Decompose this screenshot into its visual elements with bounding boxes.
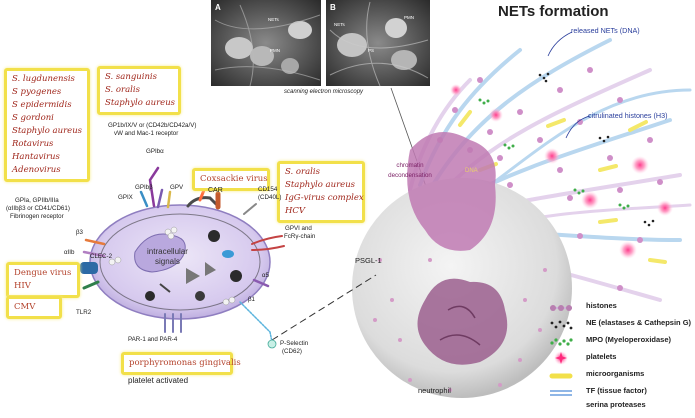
pathogen-item: CMV xyxy=(14,302,36,312)
gpia-label-2: (αIIbβ3 or CD41/CD61) xyxy=(6,205,70,212)
pathogen-box-4: S. oralis Staphylo aureus IgG-virus comp… xyxy=(277,161,365,223)
gpia-label-3: Fibrinogen receptor xyxy=(10,213,64,220)
legend-mpo: MPO (Myeloperoxidase) xyxy=(548,332,671,346)
gpia-label-1: GPIa, GPIIb/IIIa xyxy=(15,197,59,204)
gpv-label: GPV xyxy=(170,184,184,191)
pathogen-item: S. oralis xyxy=(105,85,140,95)
legend-tf-label: TF (tissue factor) xyxy=(586,385,647,395)
legend-ne: NE (elastases & Cathepsin G) xyxy=(548,315,692,330)
pathogen-item: Staphylo aureus xyxy=(105,98,176,108)
pathogen-item: Dengue virus xyxy=(14,268,72,278)
b3-label: β3 xyxy=(76,229,84,236)
platelet-receptors xyxy=(80,166,285,349)
cd40l-label: (CD40L) xyxy=(258,194,282,201)
gp1b-label-2: vW and Mac-1 receptor xyxy=(114,130,179,137)
pathogen-item: IgG-virus complex xyxy=(285,193,364,203)
ne-swatch xyxy=(548,316,574,330)
pathogen-item: S gordoni xyxy=(12,113,54,123)
sem-b-label-ps: PS xyxy=(368,48,375,53)
pathogen-item: Staphylo aureus xyxy=(12,126,83,136)
neutrophil-label: neutrophil xyxy=(418,386,451,395)
pselectin-label: P-Selectin xyxy=(280,340,309,347)
callout-citrulinated-histones: citrulinated histones (H3) xyxy=(588,111,668,120)
sem-b-label-pmn: PMN xyxy=(404,15,414,20)
pathogen-box-5: Dengue virus HIV xyxy=(6,262,80,298)
legend-platelets: platelets xyxy=(548,349,617,365)
microorganisms-swatch xyxy=(548,367,574,379)
dna-label: DNA xyxy=(465,168,478,174)
intracellular-signals-2: signals xyxy=(155,257,180,266)
par-label: PAR-1 and PAR-4 xyxy=(128,336,178,343)
pathogen-item: S. lugdunensis xyxy=(12,74,75,84)
net-platelets xyxy=(450,84,673,259)
gpibalpha-label: GPIbα xyxy=(146,148,164,155)
gpibbeta-label: GPIbβ xyxy=(135,184,153,191)
intracellular-signals-1: intracellular xyxy=(147,247,188,256)
legend-microorganisms: microorganisms xyxy=(548,366,644,380)
legend-ne-label: NE (elastases & Cathepsin G) xyxy=(586,317,692,327)
pathogen-item: HIV xyxy=(14,281,31,291)
pathogen-item: Adenovirus xyxy=(12,165,61,175)
sem-panel-b-letter: B xyxy=(330,3,336,12)
car-label: CAR xyxy=(208,187,223,194)
legend-mpo-label: MPO (Myeloperoxidase) xyxy=(586,334,672,344)
pathogen-item: Staphylo aureus xyxy=(285,180,356,190)
sem-panel-a xyxy=(211,0,321,87)
chromatin-label-2: decondensation xyxy=(388,172,432,179)
psgl1-label: PSGL-1 xyxy=(355,256,382,265)
gpix-label: GPIX xyxy=(118,194,133,201)
legend-histones-label: histones xyxy=(586,300,617,310)
sem-panel-a-letter: A xyxy=(215,3,221,12)
platelet-cell xyxy=(89,204,271,320)
sem-panel-b xyxy=(326,0,430,87)
legend-serina-label: serina proteases xyxy=(586,400,646,409)
diagram-title: NETs formation xyxy=(498,3,609,20)
mpo-swatch xyxy=(548,333,574,346)
callout-arrow-released xyxy=(547,31,573,57)
legend-microorganisms-label: microorganisms xyxy=(586,368,645,378)
legend-platelets-label: platelets xyxy=(586,351,617,361)
pathogen-item: S epidermidis xyxy=(12,100,72,110)
tf-swatch xyxy=(548,384,574,396)
sem-a-label-nets: NETs xyxy=(268,17,279,22)
chromatin-label-1: chromatin xyxy=(396,162,424,169)
pathogen-box-1: S. lugdunensis S pyogenes S epidermidis … xyxy=(4,68,90,182)
pathogen-box-2: S. sanguinis S. oralis Staphylo aureus xyxy=(97,66,181,115)
a5-label: α5 xyxy=(262,272,270,279)
gpvi-label: GPVI and xyxy=(285,225,312,232)
pathogen-item: S. oralis xyxy=(285,167,320,177)
pselectin-psgl-connector xyxy=(271,274,377,341)
clec2-label: CLEC-2 xyxy=(90,253,113,260)
gp1b-label-1: GP1b/IX/V or (CD42b/CD42a/V) xyxy=(108,122,197,129)
sem-caption: scanning electron microscopy xyxy=(284,89,364,95)
pathogen-item: porphyromonas gingivalis xyxy=(129,358,241,368)
cd62-label: (CD62) xyxy=(282,348,302,355)
neutrophil-cell xyxy=(352,132,572,398)
legend-tf: TF (tissue factor) xyxy=(548,383,647,397)
sem-a-label-pmn: PMN xyxy=(270,48,280,53)
pathogen-item: Rotavirus xyxy=(12,139,54,149)
pathogen-box-6: CMV xyxy=(6,296,62,319)
aiib-label: αIIb xyxy=(64,249,75,256)
pathogen-item: HCV xyxy=(285,206,306,216)
cd154-label: CD154 xyxy=(258,186,278,193)
legend-histones: histones xyxy=(548,298,617,312)
pathogen-box-7: porphyromonas gingivalis xyxy=(121,352,241,375)
histones-swatch xyxy=(548,299,574,311)
pathogen-box-3: Coxsackie virus xyxy=(192,168,270,191)
callout-arrow-citrulinated xyxy=(565,115,591,139)
tlr2-label: TLR2 xyxy=(76,309,92,316)
sem-b-label-nets: NETs xyxy=(334,22,345,27)
b1-label: β1 xyxy=(248,296,256,303)
callout-released-nets: released NETs (DNA) xyxy=(571,26,640,35)
pathogen-item: S pyogenes xyxy=(12,87,62,97)
pathogen-item: Hantavirus xyxy=(12,152,60,162)
platelets-swatch xyxy=(548,350,574,365)
fcr-label: FcRγ-chain xyxy=(284,233,316,240)
pathogen-item: S. sanguinis xyxy=(105,72,158,82)
platelet-activated-label: platelet activated xyxy=(128,376,189,385)
pathogen-item: Coxsackie virus xyxy=(200,174,268,184)
